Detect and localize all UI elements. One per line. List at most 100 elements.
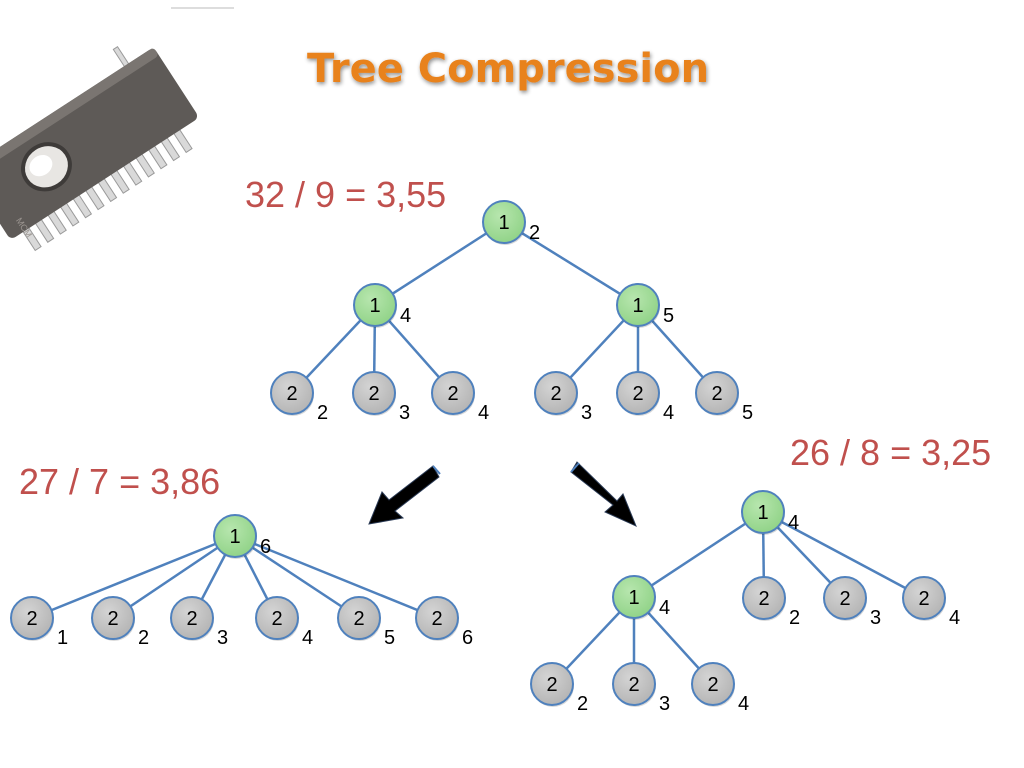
ratio-top: 32 / 9 = 3,55	[245, 174, 446, 215]
leaf-node-circle	[616, 371, 660, 415]
right-tree-node: 23	[823, 576, 881, 629]
node-subscript: 5	[742, 402, 753, 424]
node-subscript: 4	[302, 627, 313, 649]
node-subscript: 3	[659, 693, 670, 715]
leaf-node-circle	[742, 576, 786, 620]
ratio-left: 27 / 7 = 3,86	[19, 461, 220, 502]
node-label: 1	[632, 295, 643, 317]
leaf-node-circle	[612, 662, 656, 706]
right-tree-node: 23	[612, 662, 670, 715]
node-subscript: 4	[738, 693, 749, 715]
leaf-node-circle	[10, 596, 54, 640]
node-subscript: 3	[399, 402, 410, 424]
node-subscript: 3	[581, 402, 592, 424]
inner-node-circle	[353, 283, 397, 327]
leaf-node-circle	[431, 371, 475, 415]
node-label: 2	[271, 608, 282, 630]
eprom-chip-image: MCM	[0, 46, 198, 252]
node-label: 2	[368, 383, 379, 405]
left-tree-edge	[234, 534, 438, 620]
node-subscript: 2	[317, 402, 328, 424]
left-tree-edge	[112, 534, 236, 620]
leaf-node-circle	[352, 371, 396, 415]
node-label: 2	[711, 383, 722, 405]
inner-node-circle	[612, 575, 656, 619]
left-tree-node: 21	[10, 596, 68, 649]
node-label: 2	[26, 608, 37, 630]
right-tree-node: 22	[742, 576, 800, 629]
node-label: 2	[186, 608, 197, 630]
node-label: 2	[628, 674, 639, 696]
node-subscript: 4	[949, 607, 960, 629]
top-tree-node: 25	[695, 371, 753, 424]
node-subscript: 2	[789, 607, 800, 629]
node-subscript: 6	[260, 536, 271, 558]
node-subscript: 1	[57, 627, 68, 649]
node-label: 2	[550, 383, 561, 405]
node-subscript: 4	[478, 402, 489, 424]
left-tree-edge	[234, 534, 360, 620]
inner-node-circle	[213, 514, 257, 558]
top-tree-node: 24	[431, 371, 489, 424]
leaf-node-circle	[255, 596, 299, 640]
arrow-down-left	[368, 465, 441, 525]
node-label: 1	[369, 295, 380, 317]
node-label: 2	[546, 674, 557, 696]
left-tree-node: 25	[337, 596, 395, 649]
inner-node-circle	[616, 283, 660, 327]
top-tree-edge	[374, 220, 505, 307]
node-label: 1	[628, 587, 639, 609]
leaf-node-circle	[170, 596, 214, 640]
leaf-node-circle	[270, 371, 314, 415]
node-subscript: 5	[384, 627, 395, 649]
node-label: 2	[707, 674, 718, 696]
node-subscript: 3	[870, 607, 881, 629]
node-subscript: 6	[462, 627, 473, 649]
slide-title: Tree Compression	[307, 46, 709, 92]
node-subscript: 4	[788, 512, 799, 534]
leaf-node-circle	[902, 576, 946, 620]
node-label: 1	[757, 502, 768, 524]
leaf-node-circle	[91, 596, 135, 640]
leaf-node-circle	[695, 371, 739, 415]
top-tree-node: 23	[352, 371, 410, 424]
node-label: 2	[286, 383, 297, 405]
node-label: 2	[447, 383, 458, 405]
node-label: 2	[353, 608, 364, 630]
left-tree-node: 26	[415, 596, 473, 649]
leaf-node-circle	[337, 596, 381, 640]
node-subscript: 5	[663, 305, 674, 327]
ratio-right: 26 / 8 = 3,25	[790, 432, 991, 473]
node-label: 2	[431, 608, 442, 630]
top-tree-node: 22	[270, 371, 328, 424]
arrow-down-right	[570, 461, 637, 527]
inner-node-circle	[741, 490, 785, 534]
top-tree-edge	[503, 220, 639, 307]
right-tree-node: 24	[691, 662, 749, 715]
leaf-node-circle	[691, 662, 735, 706]
node-subscript: 4	[659, 597, 670, 619]
leaf-node-circle	[534, 371, 578, 415]
node-label: 1	[229, 526, 240, 548]
node-subscript: 3	[217, 627, 228, 649]
left-tree-node: 23	[170, 596, 228, 649]
right-tree-node: 24	[902, 576, 960, 629]
right-tree-edge	[633, 510, 764, 599]
left-tree-node: 24	[255, 596, 313, 649]
left-tree-edge	[31, 534, 236, 620]
node-label: 2	[632, 383, 643, 405]
leaf-node-circle	[415, 596, 459, 640]
top-tree-node: 23	[534, 371, 592, 424]
node-label: 2	[758, 588, 769, 610]
left-tree-node: 22	[91, 596, 149, 649]
node-subscript: 4	[663, 402, 674, 424]
right-tree-node: 22	[530, 662, 588, 715]
top-tree-node: 24	[616, 371, 674, 424]
